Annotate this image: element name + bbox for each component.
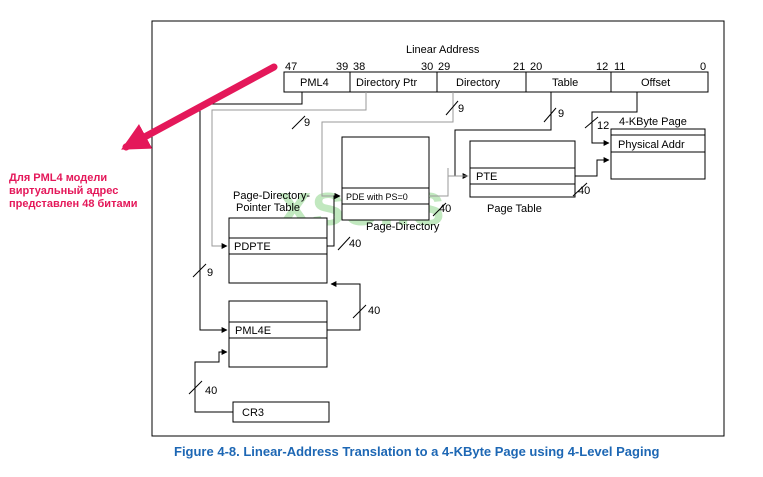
pde-entry: PDE with PS=0 [346, 192, 408, 202]
pte-entry: PTE [476, 171, 497, 183]
annotation-line-3: представлен 48 битами [9, 198, 137, 210]
linear-address-bar [283, 71, 709, 93]
width-40-pml4e: 40 [368, 305, 380, 317]
width-40-pte: 40 [578, 185, 590, 197]
cr3-label: CR3 [242, 407, 264, 419]
field-pml4: PML4 [300, 77, 329, 89]
pml4-table-box [228, 300, 328, 368]
field-directory-ptr: Directory Ptr [356, 77, 417, 89]
bit-12: 12 [596, 61, 608, 73]
annotation-line-2: виртуальный адрес [9, 185, 118, 197]
figure-caption: Figure 4-8. Linear-Address Translation t… [174, 444, 660, 459]
page-directory-label: Page-Directory [366, 221, 440, 233]
page-title: 4-KByte Page [619, 116, 687, 128]
linear-address-label: Linear Address [406, 44, 480, 56]
annotation-line-1: Для PML4 модели [9, 172, 107, 184]
page-table-box [469, 140, 576, 198]
page-directory-box [341, 136, 430, 221]
width-9-directory: 9 [458, 103, 464, 115]
pdpt-title-line2: Pointer Table [236, 202, 300, 214]
page-table-label: Page Table [487, 203, 542, 215]
field-offset: Offset [641, 77, 670, 89]
pdpte-entry: PDPTE [234, 241, 271, 253]
width-40-cr3: 40 [205, 385, 217, 397]
bit-20: 20 [530, 61, 542, 73]
physical-addr-entry: Physical Addr [618, 139, 685, 151]
pdpt-box [228, 217, 328, 284]
field-directory: Directory [456, 77, 501, 89]
annotation-arrow [121, 63, 278, 151]
width-40-pdpte: 40 [349, 238, 361, 250]
page-box [610, 128, 706, 180]
bit-39: 39 [336, 61, 348, 73]
bit-30: 30 [421, 61, 433, 73]
bit-21: 21 [513, 61, 525, 73]
bit-47: 47 [285, 61, 297, 73]
bit-38: 38 [353, 61, 365, 73]
field-table: Table [552, 77, 578, 89]
diagram-frame [151, 20, 725, 437]
pml4e-entry: PML4E [235, 325, 271, 337]
pdpt-title-line1: Page-Directory- [233, 190, 310, 202]
width-12: 12 [597, 120, 609, 132]
bit-29: 29 [438, 61, 450, 73]
bit-11: 11 [614, 61, 625, 73]
bit-0: 0 [700, 61, 706, 73]
width-9-dirptr: 9 [304, 117, 310, 129]
width-40-pde: 40 [439, 203, 451, 215]
width-9-table: 9 [558, 108, 564, 120]
width-9-pml4: 9 [207, 267, 213, 279]
